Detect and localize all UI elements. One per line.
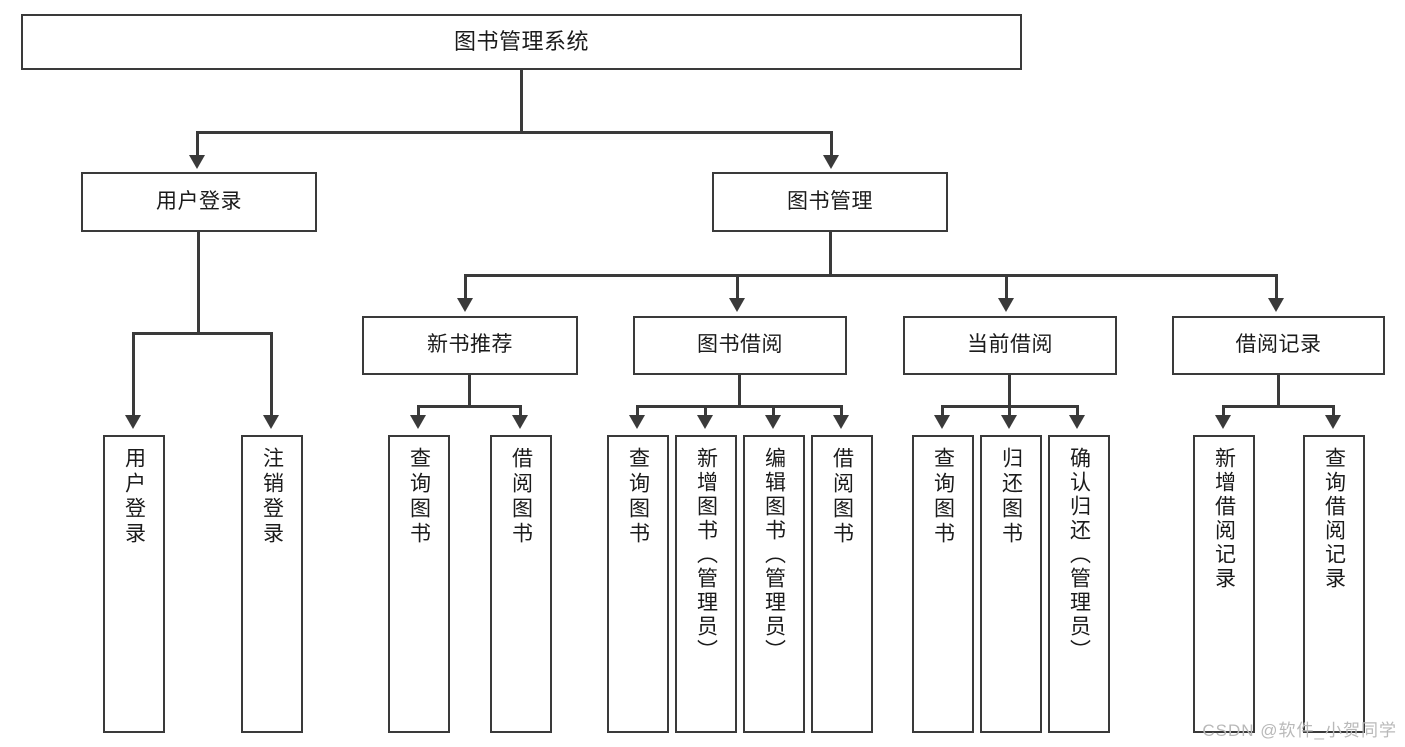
node-leaf-confirm-return[interactable]: 确认归还（管理员） [1048,435,1110,733]
arrow-leaf-user-login [125,415,141,429]
node-label: 图书借阅 [697,333,783,357]
connector-borrow-record-drop-1 [1222,405,1225,417]
connector-new-book-bus [417,405,522,408]
node-label: 查询图书 [931,447,955,547]
arrow-leaf-add-book [697,415,713,429]
node-leaf-borrow-book-2[interactable]: 借阅图书 [811,435,873,733]
connector-current-borrow-drop-2 [1008,405,1011,417]
node-leaf-return-book[interactable]: 归还图书 [980,435,1042,733]
node-book-manage[interactable]: 图书管理 [712,172,948,232]
arrow-leaf-user-logout [263,415,279,429]
connector-book-borrow-bus [636,405,843,408]
node-label: 用户登录 [122,447,146,547]
node-label: 图书管理 [787,189,873,213]
node-label: 借阅记录 [1235,333,1322,357]
arrow-leaf-query-book-3 [934,415,950,429]
arrow-leaf-return-book [1001,415,1017,429]
node-leaf-query-book-1[interactable]: 查询图书 [388,435,450,733]
connector-drop-book-manage [830,131,833,157]
arrow-leaf-confirm-return [1069,415,1085,429]
node-new-book-recommend[interactable]: 新书推荐 [362,316,578,375]
node-user-login[interactable]: 用户登录 [81,172,317,232]
arrow-user-login [189,155,205,169]
connector-drop-user-login [196,131,199,157]
node-leaf-edit-book[interactable]: 编辑图书（管理员） [743,435,805,733]
node-leaf-query-book-3[interactable]: 查询图书 [912,435,974,733]
node-label: 查询图书 [626,447,650,547]
arrow-book-borrow [729,298,745,312]
arrow-leaf-query-book-2 [629,415,645,429]
connector-new-book-drop-2 [519,405,522,417]
connector-drop-borrow-record [1275,274,1278,300]
node-label: 归还图书 [999,447,1023,547]
connector-new-book-drop-1 [417,405,420,417]
node-label: 当前借阅 [967,333,1053,357]
node-leaf-user-login[interactable]: 用户登录 [103,435,165,733]
connector-borrow-record-bus [1222,405,1335,408]
node-label: 编辑图书（管理员） [762,447,786,663]
connector-level3-bus [464,274,1278,277]
connector-user-login-stem [197,232,200,334]
connector-level2-bus [196,131,833,134]
connector-user-login-drop-2 [270,332,273,417]
connector-user-login-drop-1 [132,332,135,417]
arrow-leaf-borrow-book-1 [512,415,528,429]
connector-borrow-record-drop-2 [1332,405,1335,417]
arrow-borrow-record [1268,298,1284,312]
connector-book-borrow-drop-4 [840,405,843,417]
arrow-new-book-recommend [457,298,473,312]
node-label: 图书管理系统 [453,29,589,55]
connector-root-stem [520,70,523,133]
node-current-borrow[interactable]: 当前借阅 [903,316,1117,375]
node-label: 查询图书 [407,447,431,547]
connector-book-borrow-stem [738,375,741,407]
node-label: 借阅图书 [830,447,854,547]
connector-drop-current-borrow [1005,274,1008,300]
connector-user-login-bus [132,332,273,335]
arrow-leaf-query-book-1 [410,415,426,429]
node-leaf-query-book-2[interactable]: 查询图书 [607,435,669,733]
connector-current-borrow-stem [1008,375,1011,407]
connector-drop-book-borrow [736,274,739,300]
node-leaf-query-record[interactable]: 查询借阅记录 [1303,435,1365,733]
node-leaf-user-logout[interactable]: 注销登录 [241,435,303,733]
arrow-leaf-add-record [1215,415,1231,429]
connector-book-manage-stem [829,232,832,276]
arrow-leaf-query-record [1325,415,1341,429]
node-label: 确认归还（管理员） [1067,447,1091,663]
node-label: 新书推荐 [427,333,513,357]
connector-current-borrow-drop-3 [1076,405,1079,417]
node-label: 借阅图书 [509,447,533,547]
connector-borrow-record-stem [1277,375,1280,407]
arrow-leaf-borrow-book-2 [833,415,849,429]
node-root-book-management-system[interactable]: 图书管理系统 [21,14,1022,70]
arrow-leaf-edit-book [765,415,781,429]
connector-drop-new-book [464,274,467,300]
node-borrow-record[interactable]: 借阅记录 [1172,316,1385,375]
node-book-borrow[interactable]: 图书借阅 [633,316,847,375]
arrow-current-borrow [998,298,1014,312]
connector-current-borrow-drop-1 [941,405,944,417]
connector-book-borrow-drop-3 [772,405,775,417]
node-label: 注销登录 [260,447,284,547]
node-label: 新增借阅记录 [1212,447,1236,591]
connector-book-borrow-drop-2 [704,405,707,417]
node-label: 用户登录 [156,189,242,213]
connector-new-book-stem [468,375,471,407]
connector-book-borrow-drop-1 [636,405,639,417]
node-leaf-add-book[interactable]: 新增图书（管理员） [675,435,737,733]
node-label: 新增图书（管理员） [694,447,718,663]
node-label: 查询借阅记录 [1322,447,1346,591]
node-leaf-add-record[interactable]: 新增借阅记录 [1193,435,1255,733]
node-leaf-borrow-book-1[interactable]: 借阅图书 [490,435,552,733]
arrow-book-manage [823,155,839,169]
